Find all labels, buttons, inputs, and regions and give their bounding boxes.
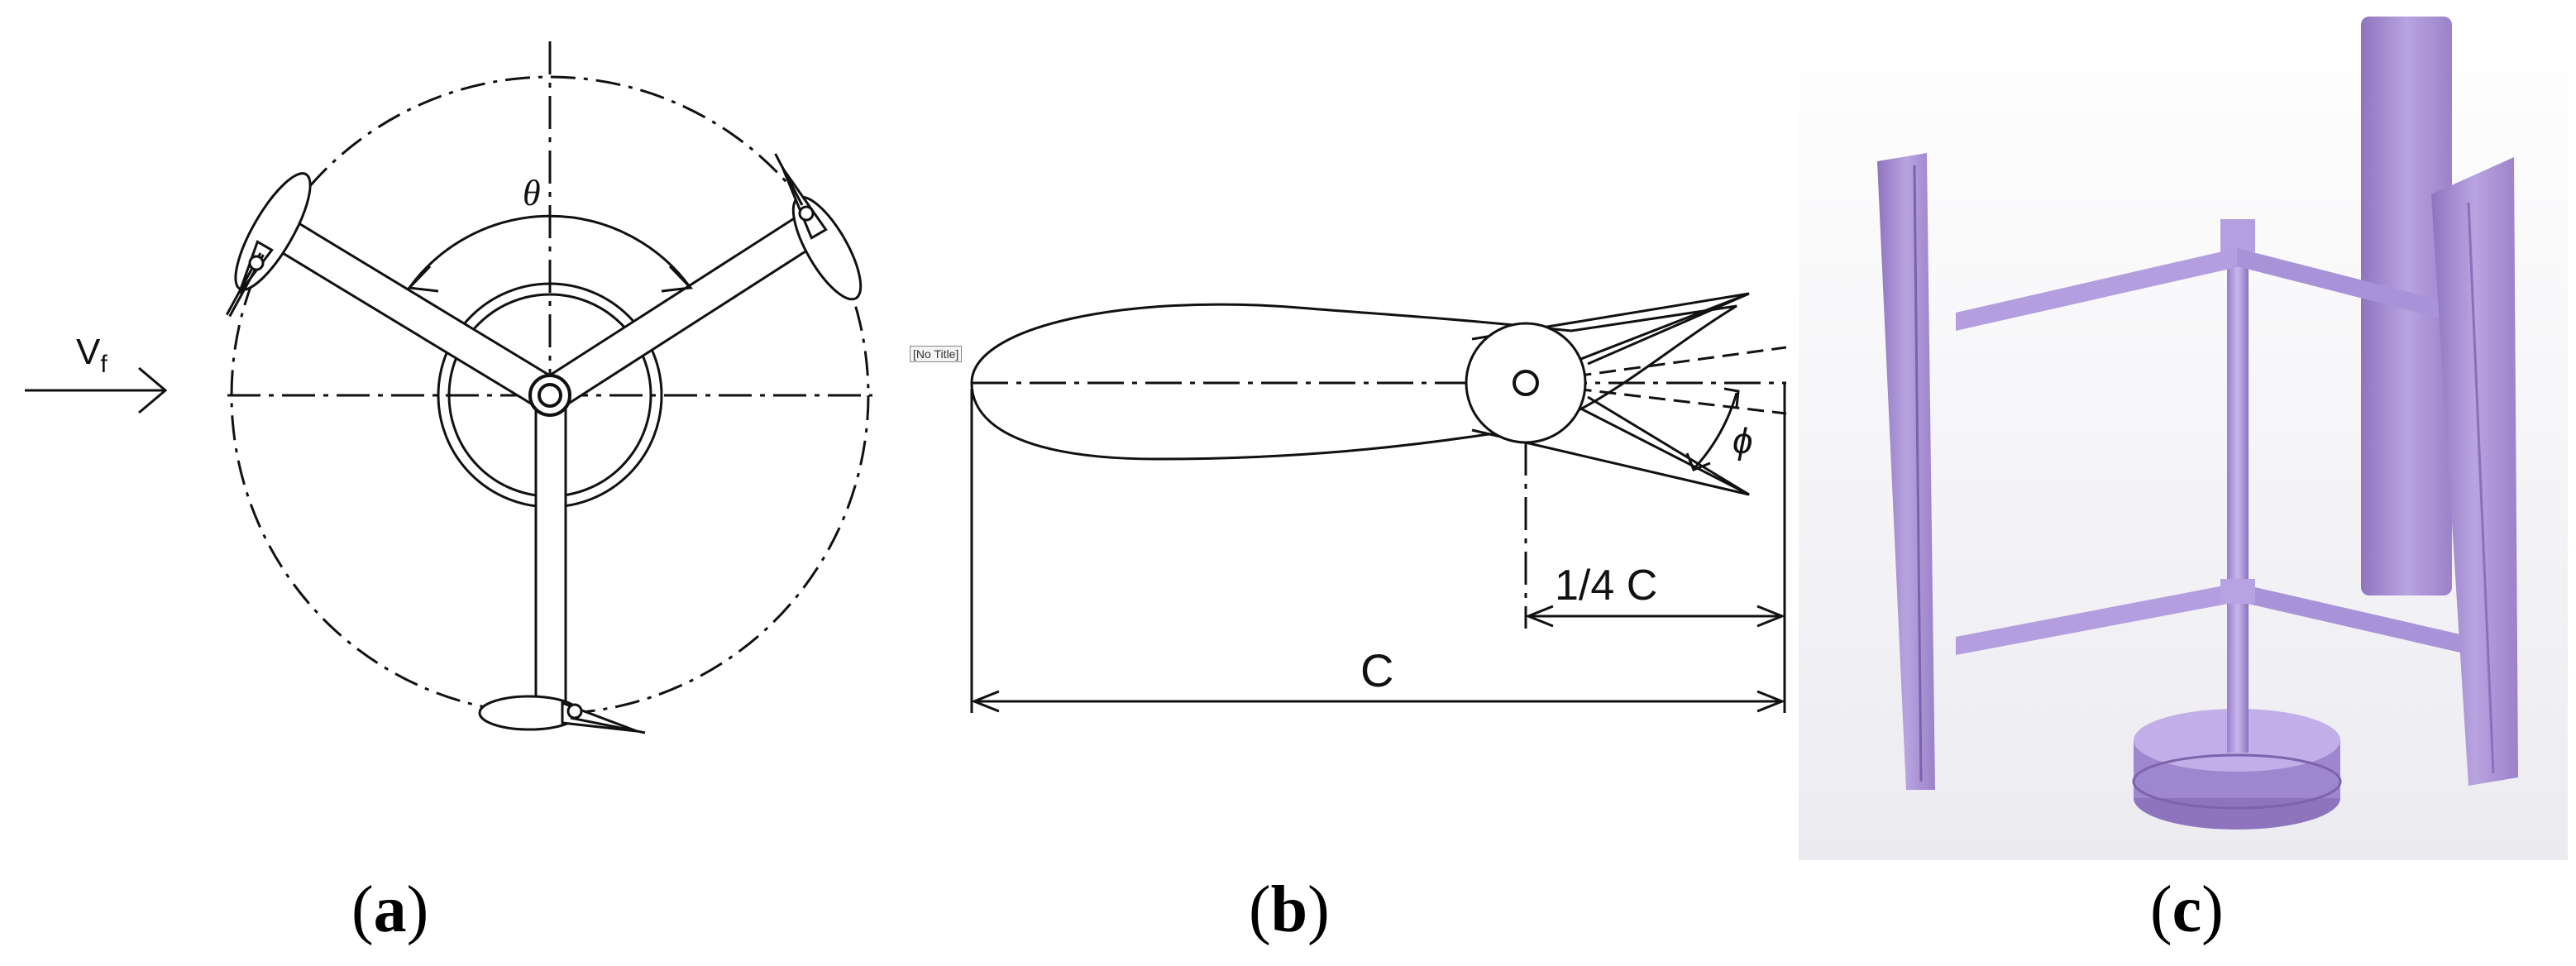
blade-bottom (478, 695, 646, 734)
panel-c-3d-render (1790, 0, 2576, 868)
chord-label: C (1360, 644, 1393, 696)
quarter-chord-label: 1/4 C (1555, 562, 1657, 610)
flow-velocity-label: Vf (76, 332, 108, 378)
arm-upper-left (1956, 248, 2241, 331)
caption-a: (a) (351, 873, 429, 946)
pitch-arrow-down-icon (1685, 452, 1711, 471)
flow-arrow-head-icon (138, 366, 168, 414)
arm-lower-right (2237, 583, 2489, 659)
pivot-housing (1465, 322, 1587, 444)
theta-arrow-left-icon (406, 265, 439, 293)
theta-label: θ (523, 173, 541, 213)
rotor-top-view-drawing: θ Vf (25, 41, 872, 734)
blade-right (2431, 157, 2518, 786)
arm-upper-left (272, 220, 563, 410)
panel-a-rotor-top-view: θ Vf (0, 0, 910, 827)
theta-arrow-right-icon (661, 265, 694, 293)
panel-b-airfoil-pitch: 1/4 C C ϕ [No Title] (910, 0, 1819, 827)
central-shaft (2227, 240, 2249, 753)
blade-upper-right (774, 153, 863, 301)
arm-upper-right (537, 216, 820, 410)
pitch-arrow-up-icon (1723, 387, 1740, 408)
theta-angle-arc (408, 214, 692, 289)
swept-circle (230, 75, 870, 715)
rotor-3d-render (1799, 8, 2568, 860)
no-title-tag: [No Title] (910, 346, 963, 362)
pivot-hole (1513, 370, 1539, 396)
dim-arrow-icon (1524, 605, 1554, 628)
pitch-angle-arc (1694, 392, 1738, 469)
dim-arrow-icon (1756, 690, 1786, 713)
dim-arrow-icon (970, 690, 1000, 713)
caption-c: (c) (2150, 873, 2224, 946)
caption-b: (b) (1249, 873, 1330, 946)
dim-arrow-icon (1756, 605, 1786, 628)
arm-lower-left (1956, 583, 2241, 655)
arm-bottom (534, 404, 567, 711)
airfoil-pitch-drawing: 1/4 C C ϕ (970, 292, 1787, 713)
arm-upper-right (2237, 248, 2489, 331)
pitch-angle-label: ϕ (1732, 421, 1752, 461)
